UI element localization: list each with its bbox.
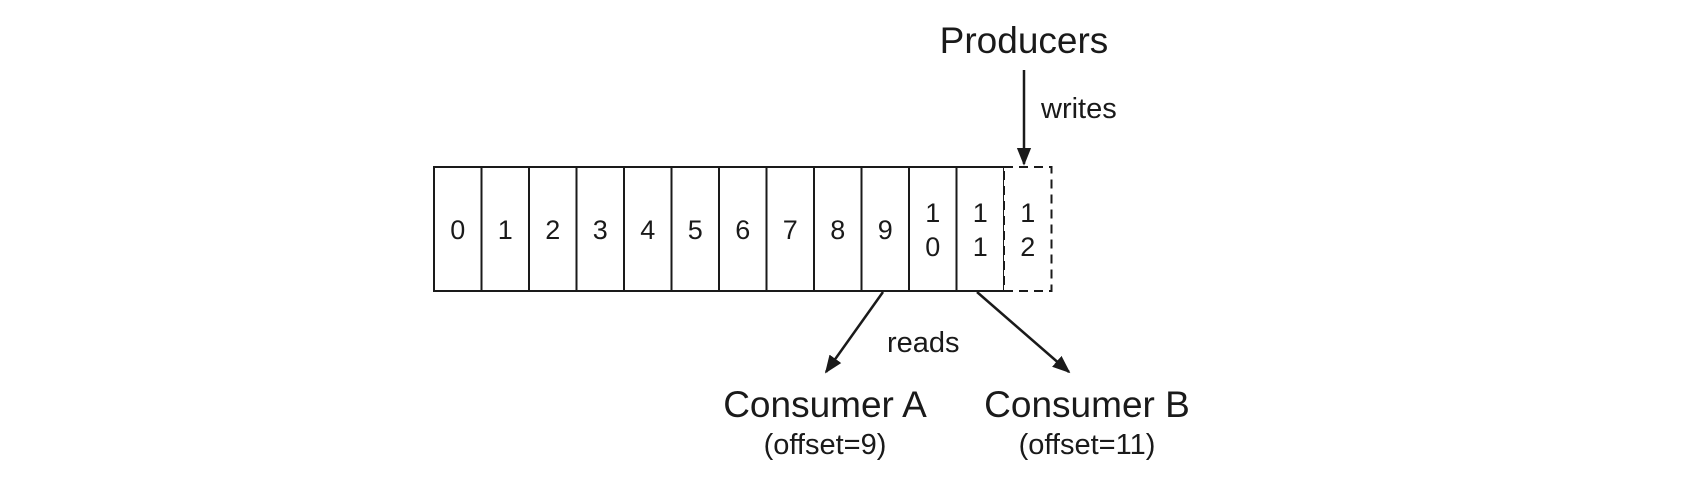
log-cell-label: 7 <box>783 215 798 245</box>
log-cell-box <box>813 166 863 292</box>
log-cell-1: 1 <box>480 166 530 292</box>
log-cell-box <box>765 166 815 292</box>
log-cell-box <box>955 166 1005 292</box>
log-cell-label: 3 <box>593 215 608 245</box>
log-cell-box <box>1003 166 1053 292</box>
consumer-b-offset: (offset=11) <box>1019 429 1156 461</box>
log-cell-2: 2 <box>528 166 578 292</box>
log-cell-0: 0 <box>433 166 483 292</box>
log-cell-box <box>480 166 530 292</box>
consumer-b-read-arrow <box>976 291 1071 374</box>
log-cell-7: 7 <box>765 166 815 292</box>
consumer-a-read-arrow <box>824 291 885 374</box>
producers-label: Producers <box>940 20 1109 61</box>
log-cell-label: 8 <box>830 215 845 245</box>
log-cell-5: 5 <box>670 166 720 292</box>
log-cell-label: 2 <box>545 215 560 245</box>
log-cell-8: 8 <box>813 166 863 292</box>
log-cell-label: 1 <box>498 215 513 245</box>
log-cell-3: 3 <box>575 166 625 292</box>
log-cell-label: 6 <box>735 215 750 245</box>
consumer-a-name: Consumer A <box>723 384 927 425</box>
log-cell-4: 4 <box>623 166 673 292</box>
log-cell-label: 9 <box>878 215 893 245</box>
log-cell-6: 6 <box>718 166 768 292</box>
log-cell-box <box>908 166 958 292</box>
consumer-a-offset: (offset=9) <box>764 429 887 461</box>
log-cell-box <box>718 166 768 292</box>
log-cell-box <box>528 166 578 292</box>
log-cell-label: 0 <box>450 215 465 245</box>
consumer-b-name: Consumer B <box>984 384 1190 425</box>
log-cell-box <box>623 166 673 292</box>
writes-label: writes <box>1040 93 1117 125</box>
log-cell-label: 5 <box>688 215 703 245</box>
reads-label: reads <box>887 327 960 359</box>
log-cell-label: 4 <box>640 215 655 245</box>
log-cell-9: 9 <box>860 166 910 292</box>
log-cell-box <box>670 166 720 292</box>
log-cell-box <box>860 166 910 292</box>
log-cell-box <box>433 166 483 292</box>
